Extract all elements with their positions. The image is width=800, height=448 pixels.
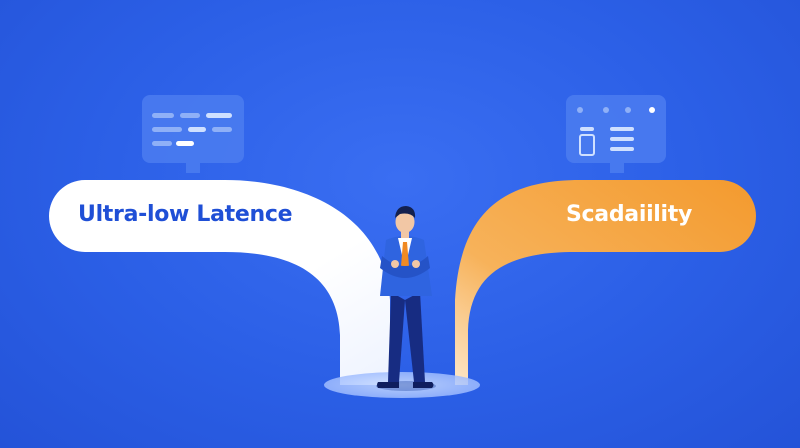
right-path-label: Scadaiility xyxy=(566,202,693,227)
left-card xyxy=(142,95,244,173)
dashboard-icon xyxy=(577,107,655,156)
businessman-figure xyxy=(376,206,436,391)
right-card xyxy=(566,95,666,173)
code-lines-icon xyxy=(152,113,232,146)
left-path-label: Ultra-low Latence xyxy=(78,202,293,227)
platform-spotlight xyxy=(324,372,480,398)
left-path xyxy=(49,180,390,385)
right-path xyxy=(455,180,756,385)
